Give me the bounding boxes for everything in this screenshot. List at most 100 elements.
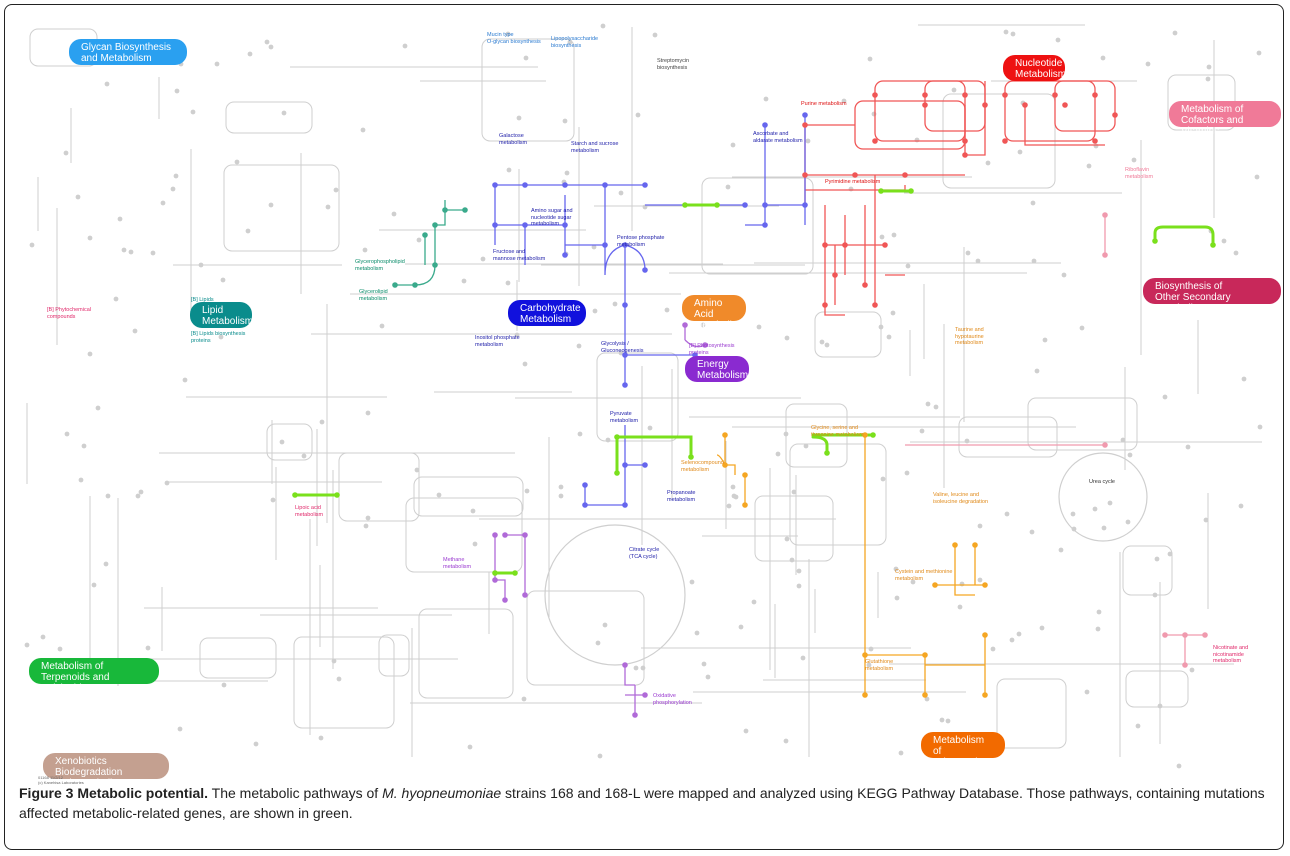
highlighted-compound-node (932, 582, 938, 588)
pathway-photosynthesis-proteins: [B] Photosynthesis proteins (689, 343, 735, 356)
highlighted-compound-node (962, 138, 968, 144)
compound-node (964, 438, 970, 444)
highlighted-compound-node (1152, 238, 1158, 244)
highlighted-compound-node (522, 222, 528, 228)
highlighted-compound-node (642, 462, 648, 468)
compound-node (819, 339, 825, 345)
pathway-b-lipids: [B] Lipids (191, 297, 214, 303)
compound-node (1189, 667, 1195, 673)
compound-node (218, 334, 224, 340)
compound-node (173, 173, 179, 179)
compound-node (700, 322, 706, 328)
compound-node (1093, 143, 1099, 149)
compound-node (1070, 511, 1076, 517)
compound-node (784, 335, 790, 341)
highlighted-compound-node (334, 492, 340, 498)
highlighted-compound-node (882, 242, 888, 248)
network-loop (225, 101, 313, 134)
highlighted-compound-node (1182, 632, 1188, 638)
compound-node (642, 204, 648, 210)
highlighted-compound-node (522, 592, 528, 598)
kegg-copyright-stamp: 01168 11/2/12 (c) Kanehisa Laboratories (38, 775, 84, 785)
compound-node (725, 184, 731, 190)
highlighted-compound-node (870, 432, 876, 438)
network-loop (1027, 397, 1138, 451)
compound-node (145, 645, 151, 651)
compound-node (783, 738, 789, 744)
highlighted-compound-node (802, 112, 808, 118)
highlighted-compound-node (1062, 102, 1068, 108)
compound-node (1162, 394, 1168, 400)
compound-node (905, 263, 911, 269)
highlighted-compound-node (1102, 212, 1108, 218)
category-lipid-metabolism: Lipid Metabolism (190, 302, 253, 328)
compound-node (977, 577, 983, 583)
category-energy-metabolism: Energy Metabolism (685, 356, 749, 382)
highlighted-compound-node (432, 222, 438, 228)
compound-node (480, 256, 486, 262)
network-loop (418, 608, 514, 699)
highlighted-compound-node (862, 432, 868, 438)
pathway-pyruvate: Pyruvate metabolism (610, 411, 639, 424)
compound-node (891, 232, 897, 238)
compound-node (1135, 723, 1141, 729)
compound-node (1030, 200, 1036, 206)
highlighted-compound-node (502, 532, 508, 538)
compound-node (1127, 452, 1133, 458)
figure-caption: Figure 3 Metabolic potential. The metabo… (19, 783, 1277, 823)
highlighted-compound-node (762, 202, 768, 208)
network-loop (596, 352, 679, 442)
compound-node (1205, 76, 1211, 82)
compound-node (117, 216, 123, 222)
compound-node (618, 190, 624, 196)
highlighted-compound-node (622, 302, 628, 308)
compound-node (1131, 157, 1137, 163)
compound-node (965, 250, 971, 256)
network-loop (754, 495, 834, 562)
compound-node (177, 726, 183, 732)
compound-node (635, 112, 641, 118)
network-loop (958, 416, 1058, 458)
highlighted-compound-node (492, 577, 498, 583)
compound-node (1107, 500, 1113, 506)
compound-node (890, 310, 896, 316)
compound-node (174, 88, 180, 94)
highlighted-compound-node (722, 432, 728, 438)
compound-node (1039, 625, 1045, 631)
compound-node (362, 247, 368, 253)
compound-node (800, 655, 806, 661)
pathway-selenocompound: Selenocompound metabolism (681, 460, 724, 473)
compound-node (319, 419, 325, 425)
pathway-b-lipids-biosynthesis: [B] Lipids biosynthesis proteins (191, 331, 246, 344)
compound-node (730, 484, 736, 490)
compound-node (866, 662, 872, 668)
pathway-methane: Methane metabolism (443, 557, 472, 570)
pathway-purine: Purine metabolism (801, 101, 847, 107)
highlighted-compound-node (642, 267, 648, 273)
highlighted-compound-node (962, 152, 968, 158)
compound-node (247, 51, 253, 57)
compound-node (281, 110, 287, 116)
compound-node (738, 624, 744, 630)
compound-node (558, 493, 564, 499)
compound-node (694, 630, 700, 636)
pathway-amino-sugar: Amino sugar and nucleotide sugar metabol… (531, 208, 573, 227)
compound-node (731, 493, 737, 499)
compound-node (516, 115, 522, 121)
network-loop (199, 637, 277, 679)
pathway-glycolysis: Glycolysis / Gluconeogenesis (601, 341, 644, 354)
compound-node (1203, 517, 1209, 523)
compound-node (523, 55, 529, 61)
highlighted-compound-node (1092, 92, 1098, 98)
compound-node (871, 111, 877, 117)
network-loop (223, 164, 340, 252)
compound-node (132, 328, 138, 334)
kegg-pathway-map (24, 23, 1263, 769)
highlighted-compound-node (1022, 102, 1028, 108)
network-loop (526, 590, 645, 686)
highlighted-compound-node (702, 342, 708, 348)
compound-node (689, 579, 695, 585)
compound-node (1254, 174, 1260, 180)
compound-node (893, 566, 899, 572)
network-loop (378, 634, 410, 677)
